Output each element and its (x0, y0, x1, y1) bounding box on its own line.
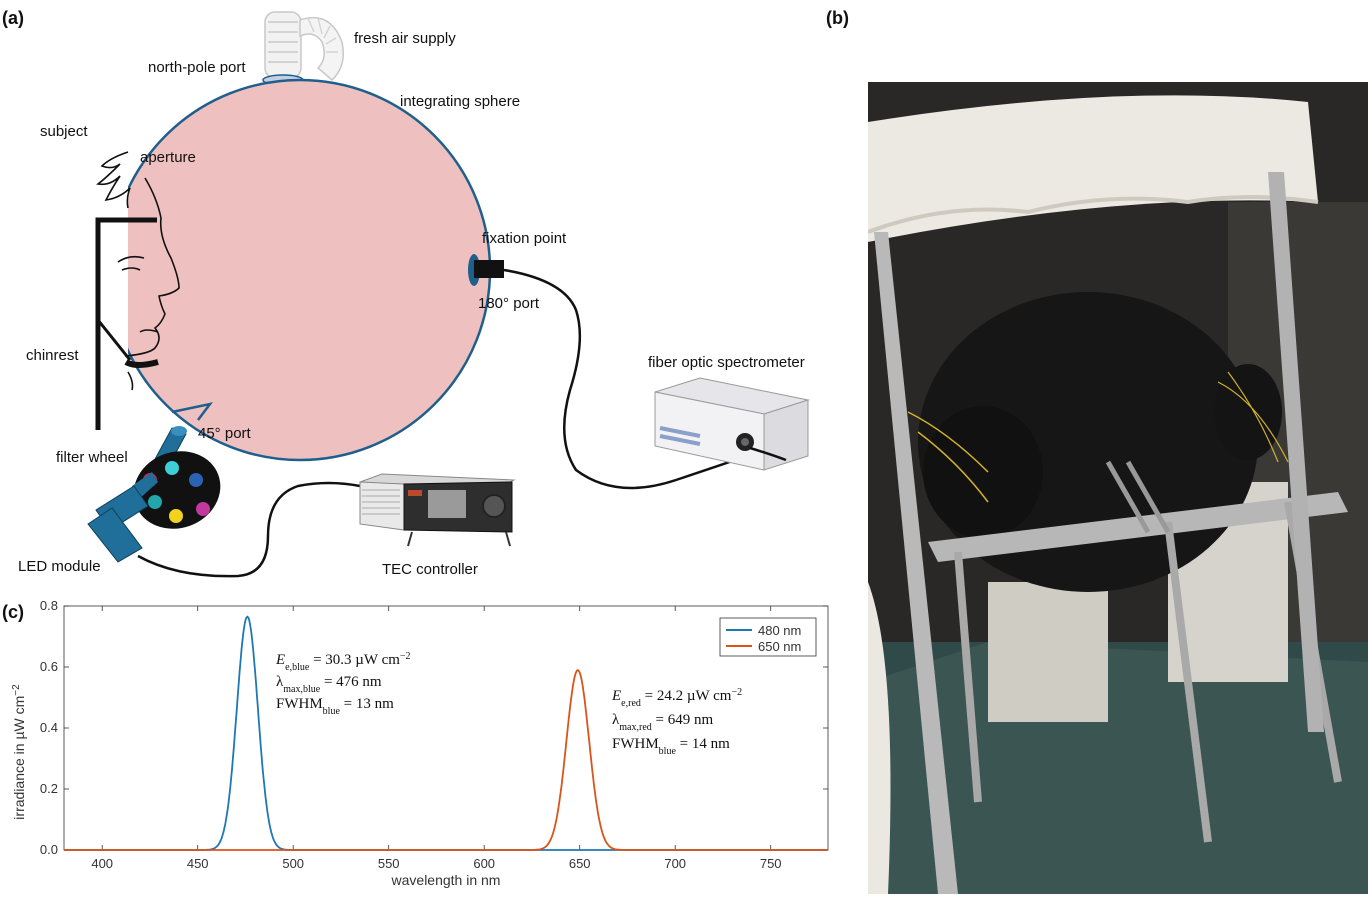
x-tick-label: 500 (282, 856, 304, 871)
panel-label-b: (b) (826, 8, 849, 28)
chinrest-icon (95, 217, 159, 430)
label-180-port: 180° port (478, 295, 540, 312)
label-aperture: aperture (140, 149, 196, 166)
svg-text:λmax,blue = 476 nm: λmax,blue = 476 nm (276, 674, 382, 695)
subject-head-icon (96, 151, 180, 391)
filter-slot (196, 502, 210, 516)
y-tick-label: 0.6 (40, 659, 58, 674)
label-led-module: LED module (18, 558, 101, 575)
label-tec-controller: TEC controller (382, 561, 478, 578)
x-tick-label: 650 (569, 856, 591, 871)
led-housing-icon (87, 472, 158, 563)
x-tick-label: 600 (473, 856, 495, 871)
chart-legend: 480 nm 650 nm (719, 617, 817, 657)
fresh-air-hose-icon (262, 11, 344, 86)
panel-label-c: (c) (2, 602, 24, 622)
svg-text:FWHMblue = 14 nm: FWHMblue = 14 nm (612, 736, 730, 757)
x-axis-label: wavelength in nm (391, 872, 501, 888)
y-tick-label: 0.0 (40, 842, 58, 857)
label-fiber-optic-spectrometer: fiber optic spectrometer (648, 354, 805, 371)
spectrometer-icon (654, 377, 810, 471)
x-tick-label: 700 (664, 856, 686, 871)
setup-diagram: fresh air supply north-pole port integra… (18, 11, 810, 578)
x-tick-label: 450 (187, 856, 209, 871)
label-filter-wheel: filter wheel (56, 449, 128, 466)
integrating-sphere-photo-icon (868, 82, 1368, 894)
legend-entry-480nm: 480 nm (758, 623, 801, 638)
series-line-1 (64, 669, 828, 851)
filter-slot (169, 509, 183, 523)
svg-text:FWHMblue = 13 nm: FWHMblue = 13 nm (276, 696, 394, 717)
label-north-pole-port: north-pole port (148, 59, 246, 76)
y-tick-label: 0.4 (40, 720, 58, 735)
label-chinrest: chinrest (26, 347, 79, 364)
svg-text:Ee,red = 24.2 µW cm−2: Ee,red = 24.2 µW cm−2 (611, 687, 742, 709)
annotation-blue: Ee,blue = 30.3 µW cm−2 λmax,blue = 476 n… (275, 651, 411, 717)
svg-text:Ee,blue = 30.3 µW cm−2: Ee,blue = 30.3 µW cm−2 (275, 651, 411, 673)
label-fixation-point: fixation point (482, 230, 567, 247)
port-45-rim (171, 402, 213, 421)
label-45-port: 45° port (198, 425, 252, 442)
label-subject: subject (40, 123, 88, 140)
photo-panel (868, 82, 1368, 894)
tec-controller-icon (359, 473, 516, 547)
plot-area (63, 605, 829, 851)
filter-slot (165, 461, 179, 475)
annotation-red: Ee,red = 24.2 µW cm−2 λmax,red = 649 nm … (611, 687, 742, 757)
integrating-sphere (108, 78, 492, 462)
x-tick-label: 750 (760, 856, 782, 871)
led-cable (137, 481, 361, 578)
x-tick-label: 400 (91, 856, 113, 871)
filter-slot (189, 473, 203, 487)
label-integrating-sphere: integrating sphere (400, 93, 520, 110)
y-tick-label: 0.2 (40, 781, 58, 796)
y-tick-label: 0.8 (40, 598, 58, 613)
panel-label-a: (a) (2, 8, 24, 28)
filter-slot (148, 495, 162, 509)
y-axis-label: irradiance in µW cm−2 (11, 684, 28, 820)
svg-text:λmax,red = 649 nm: λmax,red = 649 nm (612, 712, 713, 733)
legend-entry-650nm: 650 nm (758, 639, 801, 654)
label-fresh-air-supply: fresh air supply (354, 30, 456, 47)
fixation-port-icon (468, 254, 504, 286)
x-tick-label: 550 (378, 856, 400, 871)
